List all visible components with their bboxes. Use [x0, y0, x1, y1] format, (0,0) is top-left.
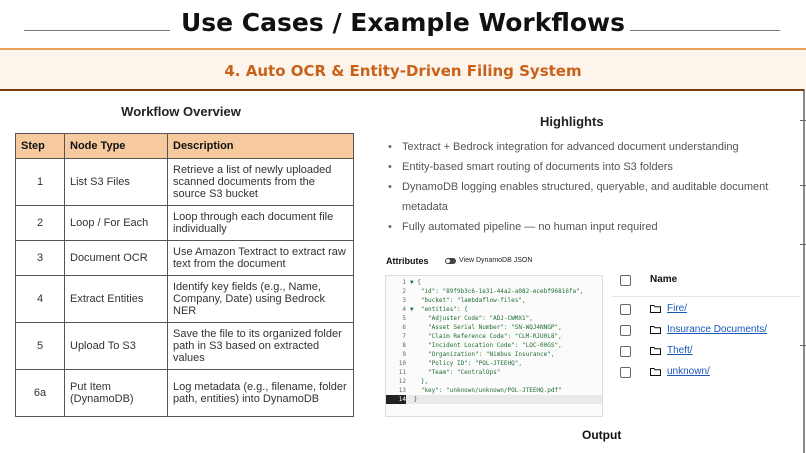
- highlights-list: Textract + Bedrock integration for advan…: [386, 137, 786, 237]
- name-column-header: Name: [650, 274, 678, 285]
- folder-icon: [650, 347, 661, 355]
- step-cell: 5: [15, 322, 65, 370]
- node-type-cell: Upload To S3: [64, 322, 168, 370]
- folder-link[interactable]: Fire/: [667, 303, 687, 314]
- row-checkbox[interactable]: [620, 346, 631, 357]
- description-cell: Log metadata (e.g., filename, folder pat…: [167, 369, 354, 417]
- node-type-cell: Document OCR: [64, 240, 168, 276]
- dynamodb-attributes-panel: Attributes View DynamoDB JSON 1▼ { 2 "id…: [382, 250, 606, 422]
- page-title: Use Cases / Example Workflows: [180, 8, 626, 37]
- workflow-table: Step Node Type Description 1 List S3 Fil…: [15, 133, 354, 417]
- list-item: DynamoDB logging enables structured, que…: [386, 177, 786, 217]
- code-line: 5 "Adjuster Code": "ADJ-CWMX1",: [402, 315, 533, 322]
- description-cell: Loop through each document file individu…: [167, 205, 354, 241]
- code-line: 8 "Incident Location Code": "LOC-00GS",: [402, 342, 562, 349]
- code-line: 3 "bucket": "lambdaflow-files",: [402, 297, 526, 304]
- folder-link[interactable]: Insurance Documents/: [667, 324, 768, 335]
- list-item: Fully automated pipeline — no human inpu…: [386, 217, 786, 237]
- step-cell: 6a: [15, 369, 65, 417]
- select-all-checkbox[interactable]: [620, 275, 631, 286]
- list-item: Theft/: [612, 341, 800, 361]
- column-header-node-type: Node Type: [64, 133, 168, 159]
- description-cell: Identify key fields (e.g., Name, Company…: [167, 275, 354, 323]
- table-header-row: Step Node Type Description: [15, 133, 354, 159]
- title-rule-left: [24, 30, 170, 31]
- folder-icon: [650, 305, 661, 313]
- highlights-title: Highlights: [540, 114, 604, 129]
- list-item: unknown/: [612, 362, 800, 382]
- divider: [612, 296, 800, 297]
- description-cell: Retrieve a list of newly uploaded scanne…: [167, 158, 354, 206]
- s3-header-row: Name: [612, 270, 800, 290]
- node-type-cell: Loop / For Each: [64, 205, 168, 241]
- table-row: 3 Document OCR Use Amazon Textract to ex…: [15, 240, 354, 276]
- list-item: Insurance Documents/: [612, 320, 800, 340]
- attributes-heading: Attributes: [386, 256, 429, 266]
- description-cell: Use Amazon Textract to extract raw text …: [167, 240, 354, 276]
- workflow-overview-title: Workflow Overview: [121, 104, 241, 119]
- folder-icon: [650, 326, 661, 334]
- row-checkbox[interactable]: [620, 304, 631, 315]
- code-line-active: 14 }: [386, 395, 602, 404]
- code-line: 6 "Asset Serial Number": "SN-WQJ4NNGP",: [402, 324, 562, 331]
- column-header-step: Step: [15, 133, 65, 159]
- node-type-cell: Extract Entities: [64, 275, 168, 323]
- node-type-cell: Put Item (DynamoDB): [64, 369, 168, 417]
- code-line: 7 "Claim Reference Code": "CLM-RJU0L8",: [402, 333, 562, 340]
- subtitle-band: [0, 48, 806, 90]
- title-rule-right: [630, 30, 780, 31]
- step-cell: 2: [15, 205, 65, 241]
- table-row: 6a Put Item (DynamoDB) Log metadata (e.g…: [15, 369, 354, 417]
- step-cell: 1: [15, 158, 65, 206]
- frame-tick: [800, 345, 806, 346]
- column-header-description: Description: [167, 133, 354, 159]
- json-code-editor[interactable]: 1▼ { 2 "id": "89f9b3c6-1e31-44a2-a082-ec…: [385, 275, 603, 417]
- output-label: Output: [582, 428, 622, 442]
- node-type-cell: List S3 Files: [64, 158, 168, 206]
- code-line: 11 "Team": "CentralOps": [398, 369, 501, 376]
- content-frame: [0, 89, 805, 453]
- list-item: Fire/: [612, 299, 800, 319]
- code-line: 13 "key": "unknown/unknown/POL-JTEEHQ.pd…: [398, 387, 562, 394]
- folder-icon: [650, 368, 661, 376]
- step-cell: 3: [15, 240, 65, 276]
- folder-link[interactable]: unknown/: [667, 366, 710, 377]
- title-bar: Use Cases / Example Workflows: [0, 0, 806, 48]
- row-checkbox[interactable]: [620, 367, 631, 378]
- code-line: 2 "id": "89f9b3c6-1e31-44a2-a082-ecebf96…: [402, 288, 584, 295]
- step-cell: 4: [15, 275, 65, 323]
- code-line: 9 "Organization": "Nimbus Insurance",: [402, 351, 555, 358]
- frame-tick: [800, 120, 806, 121]
- dynamodb-json-toggle[interactable]: [445, 258, 456, 264]
- content-top-rule: [0, 89, 804, 91]
- page-subtitle: 4. Auto OCR & Entity-Driven Filing Syste…: [224, 62, 582, 80]
- table-row: 5 Upload To S3 Save the file to its orga…: [15, 322, 354, 370]
- code-line: 1▼ {: [402, 279, 421, 286]
- list-item: Entity-based smart routing of documents …: [386, 157, 786, 177]
- description-cell: Save the file to its organized folder pa…: [167, 322, 354, 370]
- row-checkbox[interactable]: [620, 325, 631, 336]
- list-item: Textract + Bedrock integration for advan…: [386, 137, 786, 157]
- table-row: 2 Loop / For Each Loop through each docu…: [15, 205, 354, 241]
- table-row: 4 Extract Entities Identify key fields (…: [15, 275, 354, 323]
- code-line: 4▼ "entities": {: [402, 306, 468, 313]
- frame-tick: [800, 244, 806, 245]
- code-line: 10 "Policy ID": "POL-JTEEHQ",: [398, 360, 522, 367]
- s3-folder-list: Name Fire/ Insurance Documents/ Theft/ u…: [612, 262, 800, 382]
- folder-link[interactable]: Theft/: [667, 345, 693, 356]
- frame-tick: [800, 185, 806, 186]
- code-line: 12 },: [398, 378, 429, 385]
- table-row: 1 List S3 Files Retrieve a list of newly…: [15, 158, 354, 206]
- toggle-label: View DynamoDB JSON: [459, 257, 533, 264]
